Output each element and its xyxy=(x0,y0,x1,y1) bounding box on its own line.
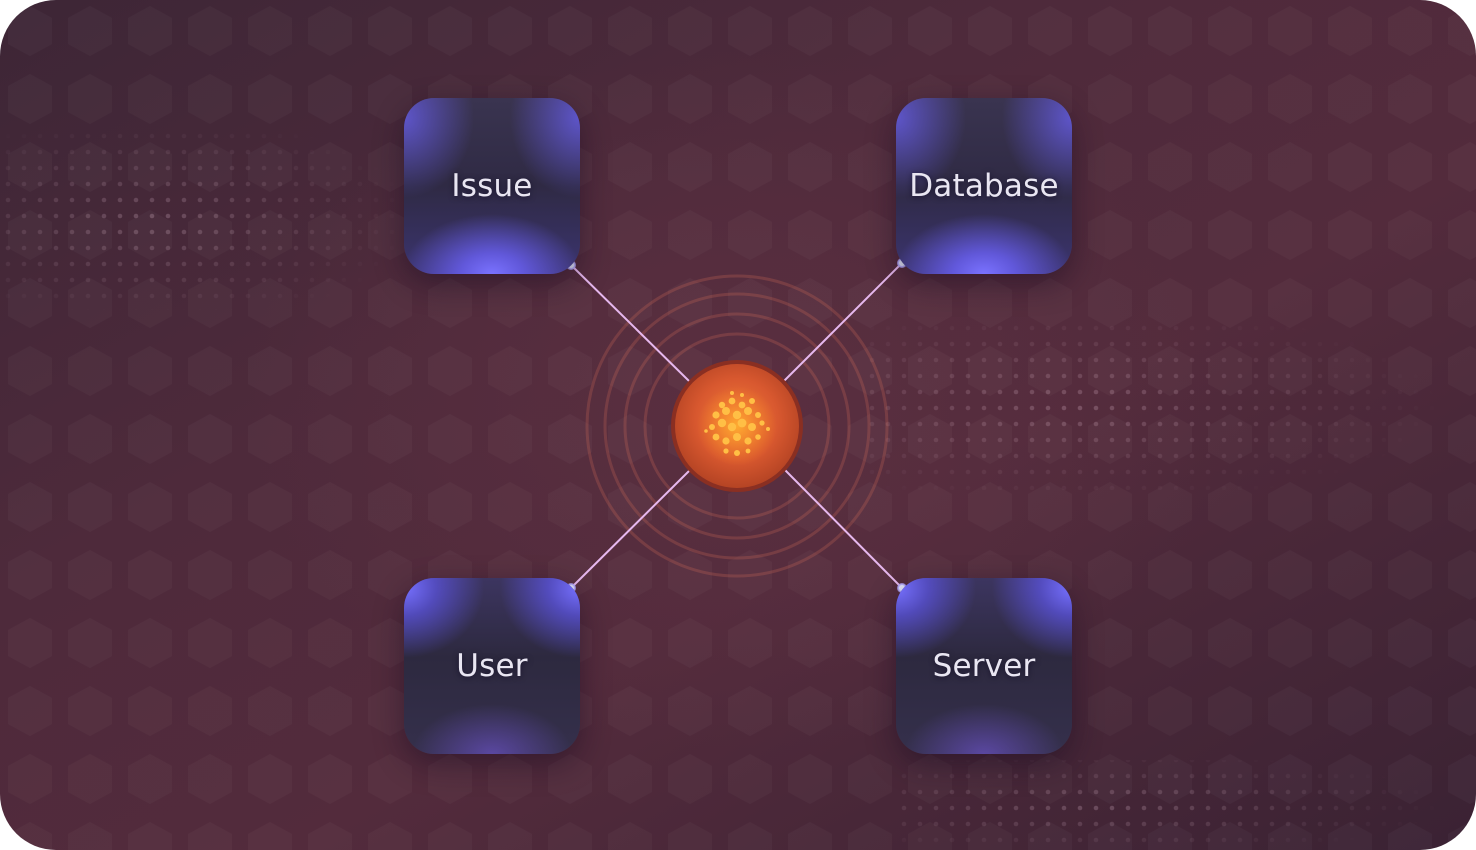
node-user[interactable]: User xyxy=(404,578,580,754)
hub-core[interactable] xyxy=(668,357,806,495)
node-label-user: User xyxy=(456,648,528,684)
connector-issue xyxy=(570,264,691,383)
node-glow xyxy=(404,578,580,754)
node-glow xyxy=(404,98,580,274)
node-label-server: Server xyxy=(932,648,1036,684)
node-glow xyxy=(896,578,1072,754)
hub-ripples xyxy=(585,274,889,578)
node-label-database: Database xyxy=(909,168,1059,204)
node-glow xyxy=(896,98,1072,274)
node-label-issue: Issue xyxy=(451,168,533,204)
node-server[interactable]: Server xyxy=(896,578,1072,754)
node-issue[interactable]: Issue xyxy=(404,98,580,274)
connector-database xyxy=(784,262,903,381)
connector-user xyxy=(570,469,691,589)
connector-server xyxy=(784,469,903,589)
node-database[interactable]: Database xyxy=(896,98,1072,274)
ai-core-icon xyxy=(704,391,770,456)
